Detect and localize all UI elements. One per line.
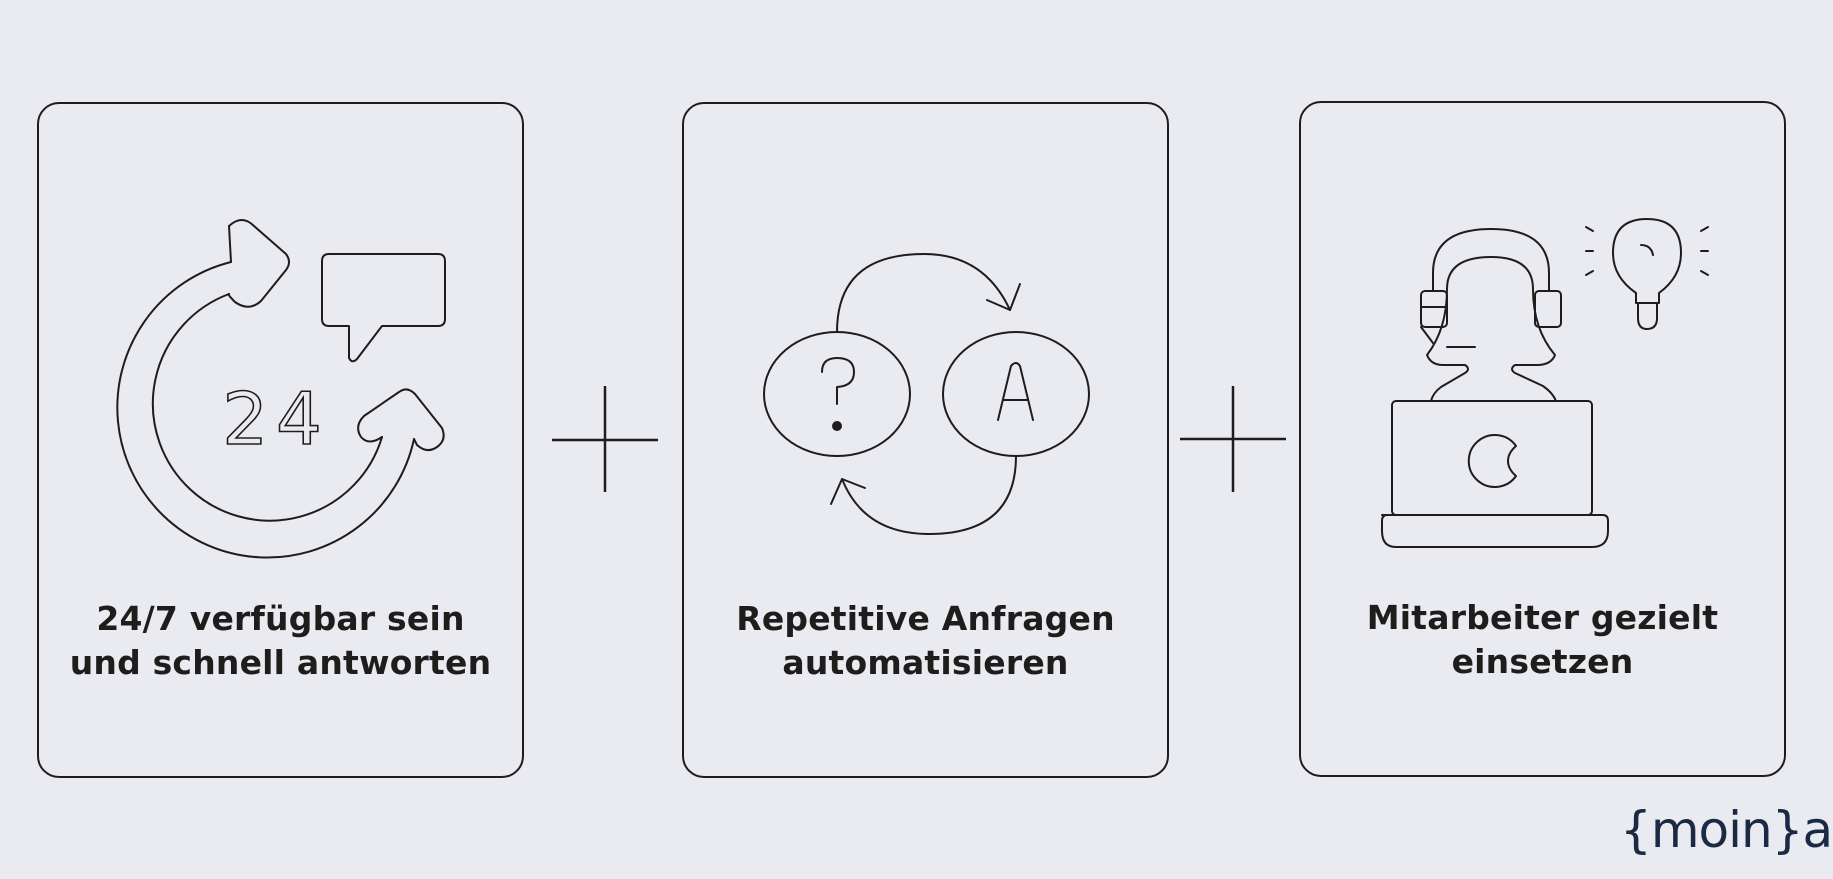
plus-icon <box>552 386 658 492</box>
card-title-line-2: einsetzen <box>1451 642 1634 681</box>
plus-icon <box>1180 386 1286 492</box>
card-title: Repetitive Anfragen automatisieren <box>684 597 1167 685</box>
feature-card-availability: 24 24/7 verfügbar sein und schnell antwo… <box>37 102 524 778</box>
card-title-line-1: 24/7 verfügbar sein <box>96 599 465 638</box>
feature-card-employees: Mitarbeiter gezielt einsetzen <box>1299 101 1786 777</box>
card-title-line-1: Mitarbeiter gezielt <box>1366 598 1719 637</box>
logo-brace-close: } <box>1771 801 1804 859</box>
question-answer-cycle-icon: A ? <box>763 253 1090 535</box>
brand-logo: {moin}ai <box>1620 800 1833 870</box>
logo-suffix: ai <box>1802 801 1833 859</box>
logo-word: moin <box>1650 801 1773 859</box>
feature-card-automation: A ? Repetitive Anfragen automatisieren <box>682 102 1169 778</box>
agent-laptop-idea-icon <box>1381 218 1709 548</box>
clock-chat-icon: 24 <box>116 219 446 559</box>
card-title-line-2: und schnell antworten <box>69 643 492 682</box>
card-title: 24/7 verfügbar sein und schnell antworte… <box>39 597 522 685</box>
logo-brace-open: { <box>1620 801 1652 859</box>
hours-label: 24 <box>222 377 330 461</box>
card-title-line-2: automatisieren <box>782 643 1069 682</box>
card-title: Mitarbeiter gezielt einsetzen <box>1301 596 1784 684</box>
card-title-line-1: Repetitive Anfragen <box>736 599 1115 638</box>
